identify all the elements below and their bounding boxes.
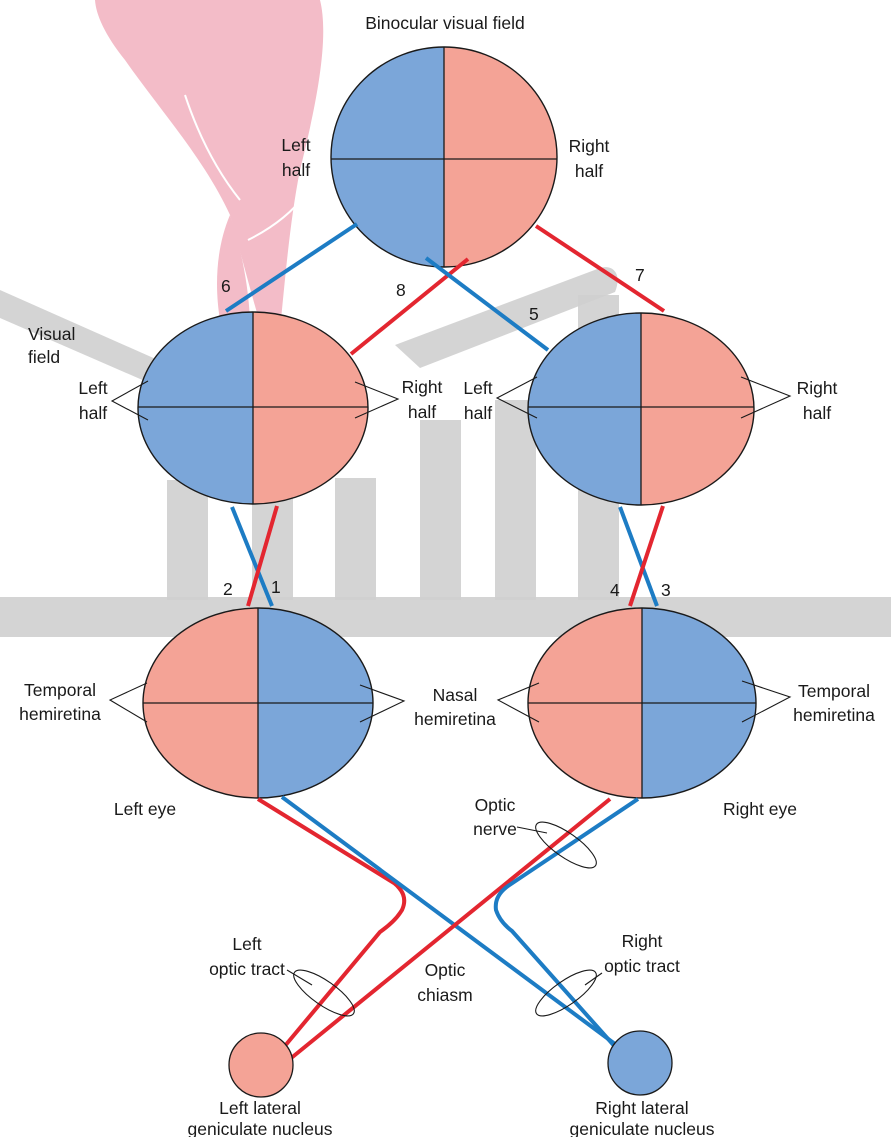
number-5: 5 — [529, 304, 539, 324]
right-temporal-hemiretina-line1: Temporal — [798, 681, 870, 701]
right-field-right-half-line2: half — [803, 403, 831, 423]
optic-chiasm-line2: chiasm — [417, 985, 472, 1005]
left-temporal-hemiretina-line1: Temporal — [24, 680, 96, 700]
binocular-left-half-line2: half — [282, 160, 310, 180]
binocular-visual-field — [330, 46, 558, 268]
left-field-left-half-line1: Left — [78, 378, 107, 398]
number-4: 4 — [610, 580, 620, 600]
right-lgn-line1: Right lateral — [595, 1098, 688, 1118]
binocular-title: Binocular visual field — [365, 13, 525, 33]
binocular-right-half-line2: half — [575, 161, 603, 181]
right-lateral-geniculate-nucleus — [607, 1030, 673, 1096]
visual-field-label-line2: field — [28, 347, 60, 367]
left-eye-visual-field — [137, 311, 369, 505]
left-eye-label: Left eye — [114, 799, 176, 819]
right-field-left-half-line2: half — [464, 403, 492, 423]
right-field-left-half-line1: Left — [463, 378, 492, 398]
background-gray-shape — [0, 267, 891, 637]
binocular-left-half-line1: Left — [281, 135, 310, 155]
number-2: 2 — [223, 579, 233, 599]
right-eye-retina — [527, 607, 757, 799]
right-optic-tract-line1: Right — [622, 931, 663, 951]
right-field-right-half-line1: Right — [797, 378, 838, 398]
nasal-hemiretina-line2: hemiretina — [414, 709, 496, 729]
left-field-right-half-line2: half — [408, 402, 436, 422]
right-lgn-line2: geniculate nucleus — [570, 1119, 715, 1137]
field-projection-lines — [224, 222, 666, 607]
nasal-hemiretina-line1: Nasal — [433, 685, 478, 705]
right-eye-visual-field — [527, 312, 755, 506]
number-8: 8 — [396, 280, 406, 300]
right-temporal-hemiretina-line2: hemiretina — [793, 705, 875, 725]
right-optic-tract-line2: optic tract — [604, 956, 680, 976]
left-field-right-half-line1: Right — [402, 377, 443, 397]
left-lgn-line2: geniculate nucleus — [188, 1119, 333, 1137]
optic-pathways — [256, 795, 640, 1061]
optic-nerve-line1: Optic — [475, 795, 516, 815]
number-3: 3 — [661, 580, 671, 600]
optic-nerve-line2: nerve — [473, 819, 517, 839]
pointer-lines — [108, 376, 792, 1017]
left-lgn-line1: Left lateral — [219, 1098, 301, 1118]
left-temporal-hemiretina-line2: hemiretina — [19, 704, 101, 724]
visual-field-label-line1: Visual — [28, 324, 75, 344]
left-field-left-half-line2: half — [79, 403, 107, 423]
left-eye-retina — [142, 607, 374, 799]
number-7: 7 — [635, 265, 645, 285]
binocular-right-half-line1: Right — [569, 136, 610, 156]
left-optic-tract-line2: optic tract — [209, 959, 285, 979]
number-6: 6 — [221, 276, 231, 296]
optic-chiasm-line1: Optic — [425, 960, 466, 980]
number-1: 1 — [271, 577, 281, 597]
background-pink-shape — [95, 0, 324, 330]
left-optic-tract-line1: Left — [232, 934, 261, 954]
left-lateral-geniculate-nucleus — [228, 1032, 294, 1098]
right-eye-label: Right eye — [723, 799, 797, 819]
